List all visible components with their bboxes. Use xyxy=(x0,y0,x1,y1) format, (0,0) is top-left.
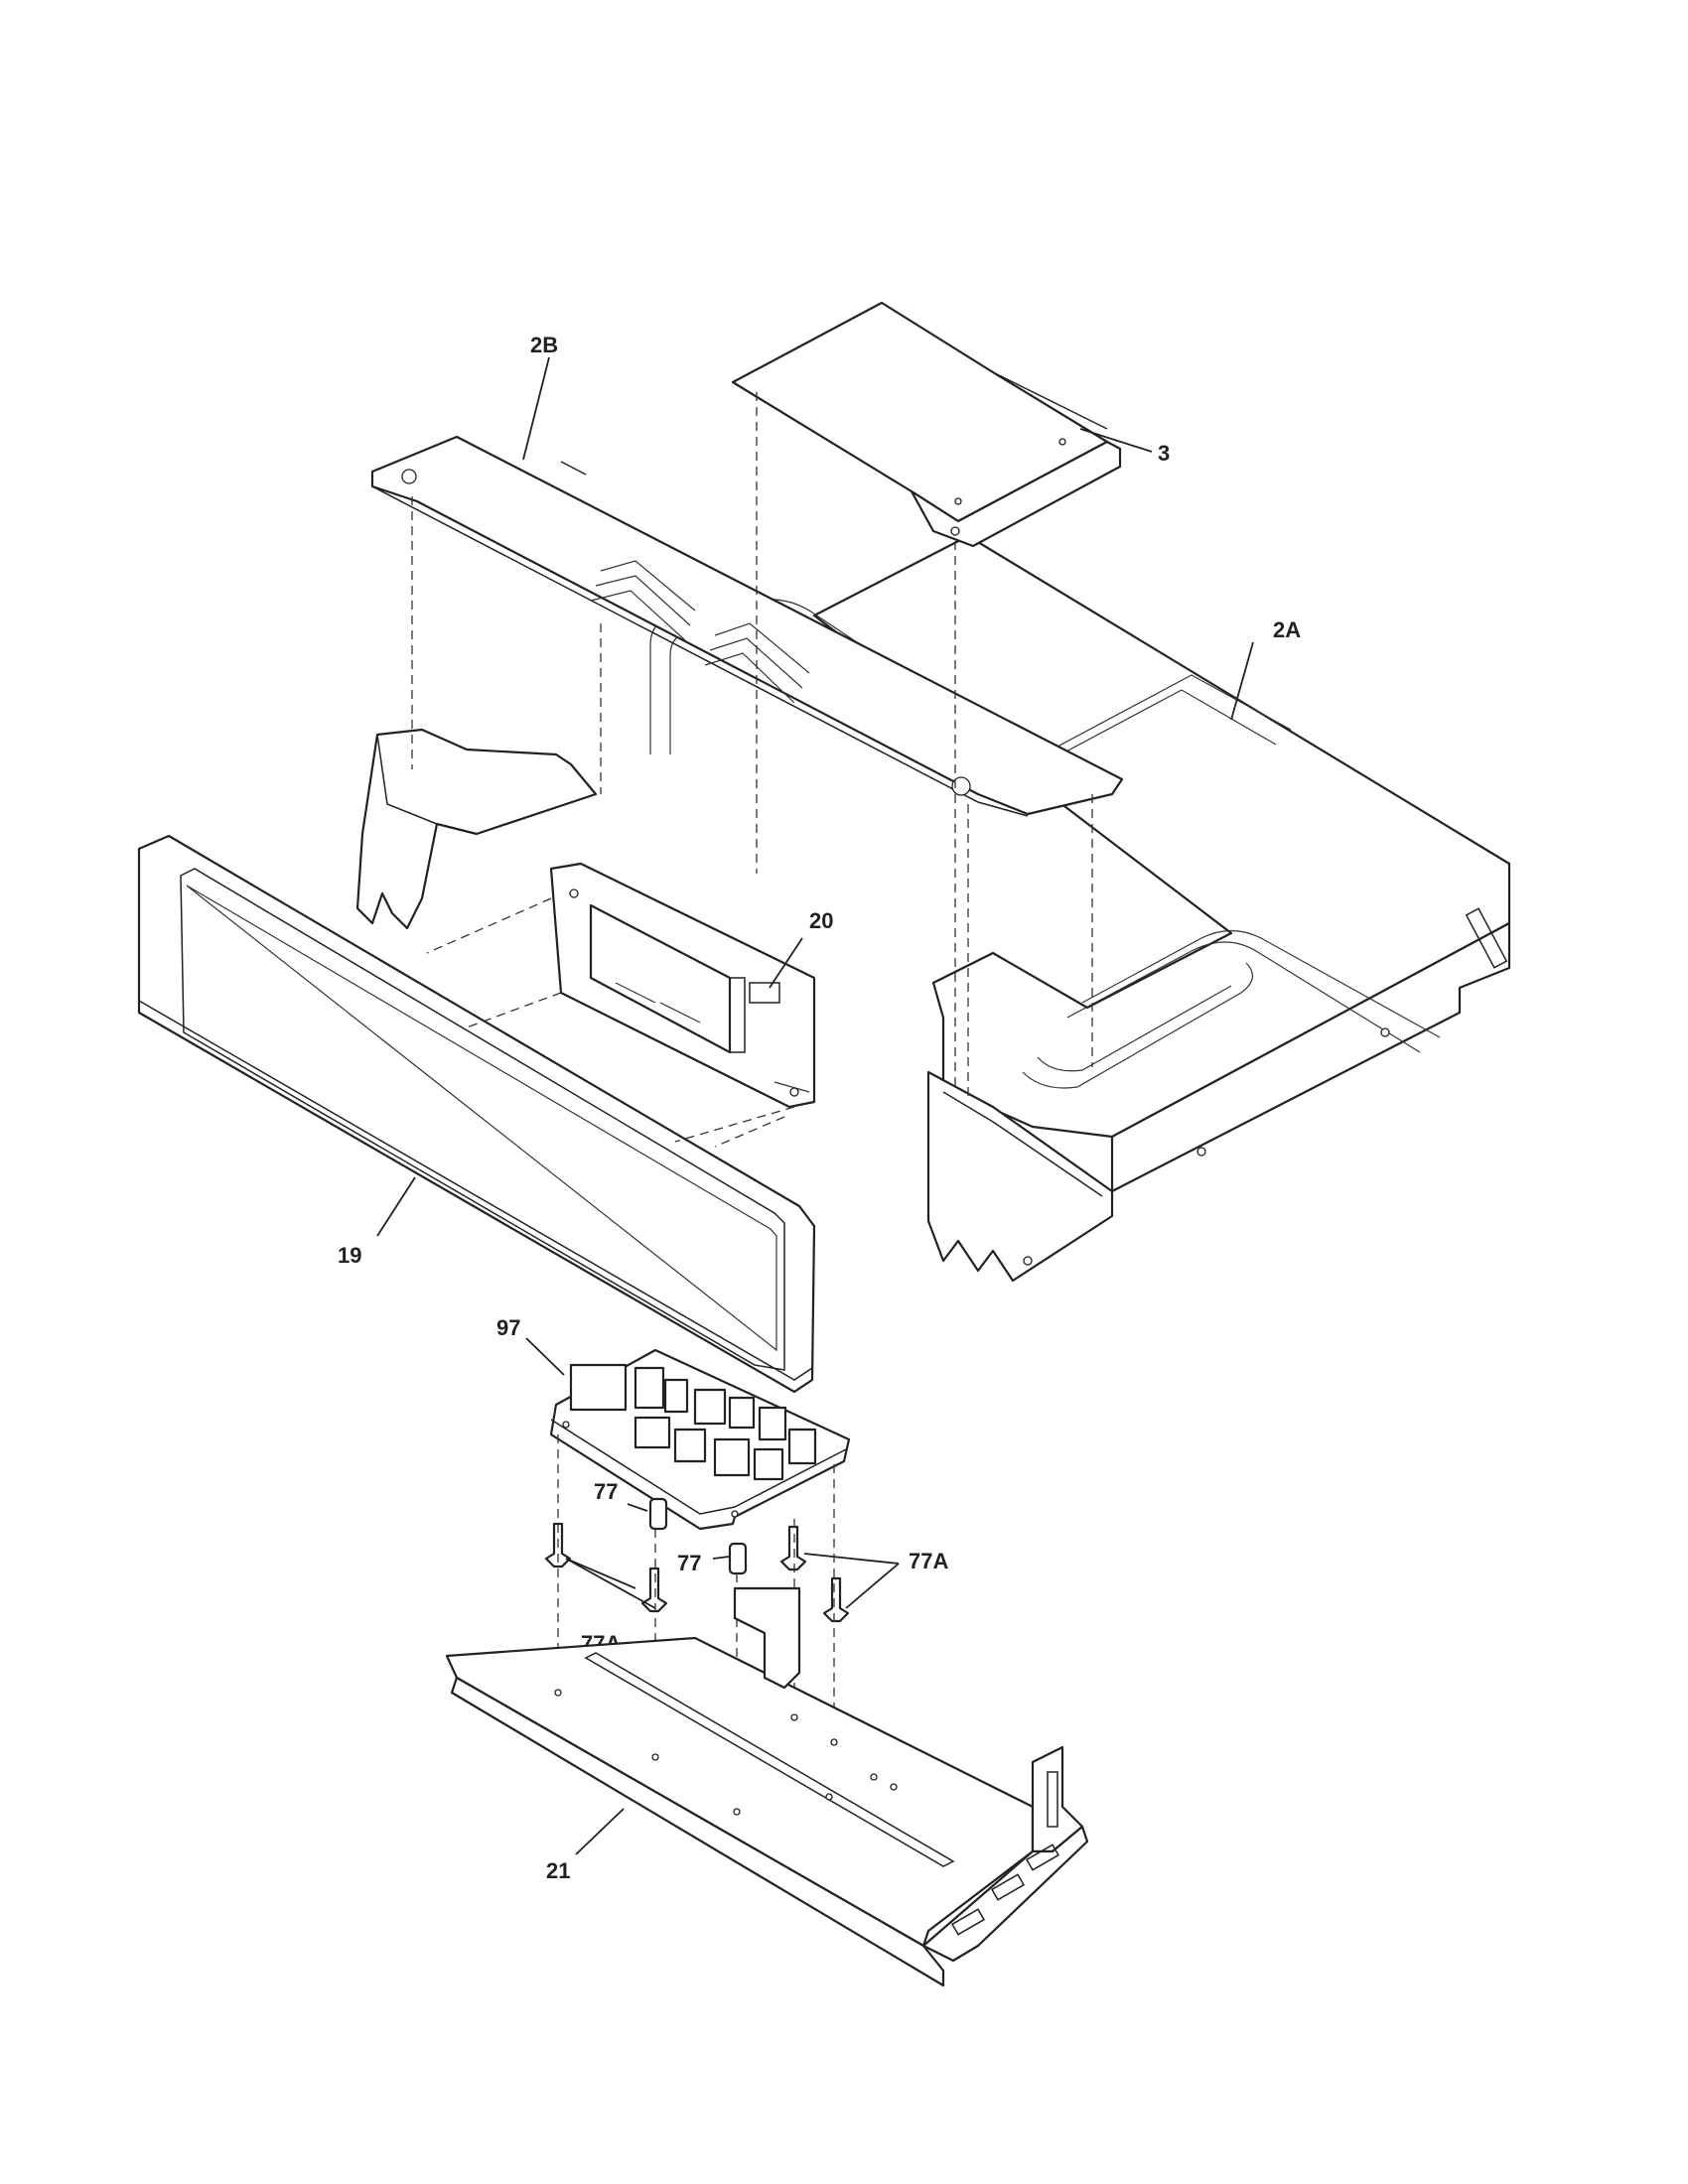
part-77-standoffs: 77 77 xyxy=(594,1479,748,1575)
part-2a-base-frame: 2A xyxy=(649,534,1511,1283)
callout-97: 97 xyxy=(496,1315,520,1340)
alignment-lines-upper xyxy=(411,392,1093,1148)
part-3-cover-box: 3 xyxy=(731,301,1170,548)
louver-slots xyxy=(590,560,810,704)
part-2b-top-bracket: 2B xyxy=(355,333,1124,930)
part-20-display-board: 20 xyxy=(549,862,833,1109)
callout-20: 20 xyxy=(809,908,833,933)
part-19-control-panel: 19 xyxy=(137,834,816,1394)
callout-77-mid: 77 xyxy=(677,1551,701,1575)
callout-2b: 2B xyxy=(530,333,558,357)
part-77a-clips: 77A 77A xyxy=(544,1522,948,1656)
callout-3: 3 xyxy=(1158,441,1170,466)
callout-21: 21 xyxy=(546,1858,570,1883)
callout-77-top: 77 xyxy=(594,1479,618,1504)
part-21-mounting-tray: 21 xyxy=(445,1586,1089,1987)
callout-77a-right: 77A xyxy=(909,1549,948,1573)
callout-2a: 2A xyxy=(1273,617,1301,642)
part-97-relay-board: 97 xyxy=(496,1315,851,1531)
callout-19: 19 xyxy=(338,1243,361,1268)
